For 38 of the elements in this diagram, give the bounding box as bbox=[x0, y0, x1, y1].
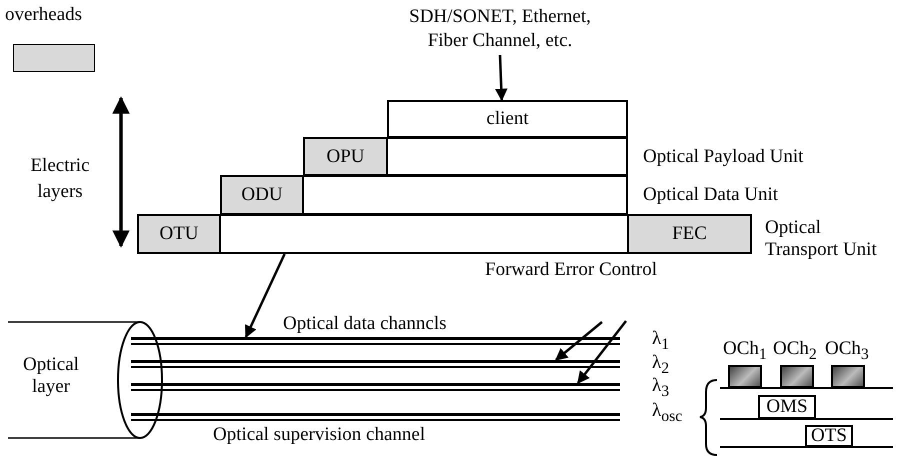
channel-box bbox=[780, 365, 814, 388]
caption-text: Optical Transport Unit bbox=[765, 217, 878, 261]
caption-text: Electric layers bbox=[29, 154, 91, 204]
arrow bbox=[244, 253, 286, 338]
frame-box: client bbox=[387, 100, 628, 138]
fiber-line bbox=[131, 383, 620, 391]
overhead-box: OPU bbox=[303, 137, 388, 176]
layer-label: Optical layer bbox=[22, 354, 80, 398]
caption-text: Optical Data Unit bbox=[643, 184, 778, 206]
caption-text: OCh$_{3}$ bbox=[825, 338, 869, 365]
fiber-line bbox=[131, 337, 620, 345]
caption-text: Optical data channcls bbox=[283, 313, 447, 335]
caption-text: λ$_{osc}$ bbox=[652, 400, 682, 427]
caption-text: OCh$_{1}$ bbox=[723, 338, 767, 365]
source-text: SDH/SONET, Ethernet, Fiber Channel, etc. bbox=[395, 5, 605, 55]
caption-text: Optical supervision channel bbox=[213, 424, 426, 446]
channel-box bbox=[728, 365, 762, 388]
frame-box: OMS bbox=[758, 395, 816, 419]
caption-text: Forward Error Control bbox=[485, 259, 658, 281]
caption-text: Optical Payload Unit bbox=[643, 146, 804, 168]
frame-box bbox=[302, 175, 628, 215]
frame-box bbox=[386, 137, 628, 176]
caption-text: OCh$_{2}$ bbox=[773, 338, 817, 365]
caption-text: λ$_{1}$ bbox=[652, 328, 670, 354]
caption-text: λ$_{3}$ bbox=[652, 375, 670, 402]
frame-box: OTS bbox=[805, 425, 853, 447]
fiber-line bbox=[131, 360, 620, 368]
legend-label: overheads bbox=[5, 4, 82, 26]
frame-box bbox=[219, 214, 629, 254]
overhead-box: OTU bbox=[137, 214, 221, 254]
channel-box bbox=[831, 365, 865, 388]
fiber-line bbox=[131, 413, 620, 421]
overhead-box: FEC bbox=[627, 214, 752, 254]
arrow bbox=[554, 321, 603, 361]
arrow bbox=[495, 54, 508, 102]
arrow bbox=[576, 320, 627, 384]
caption-text: λ$_{2}$ bbox=[652, 352, 670, 378]
overhead-box: ODU bbox=[220, 175, 304, 215]
